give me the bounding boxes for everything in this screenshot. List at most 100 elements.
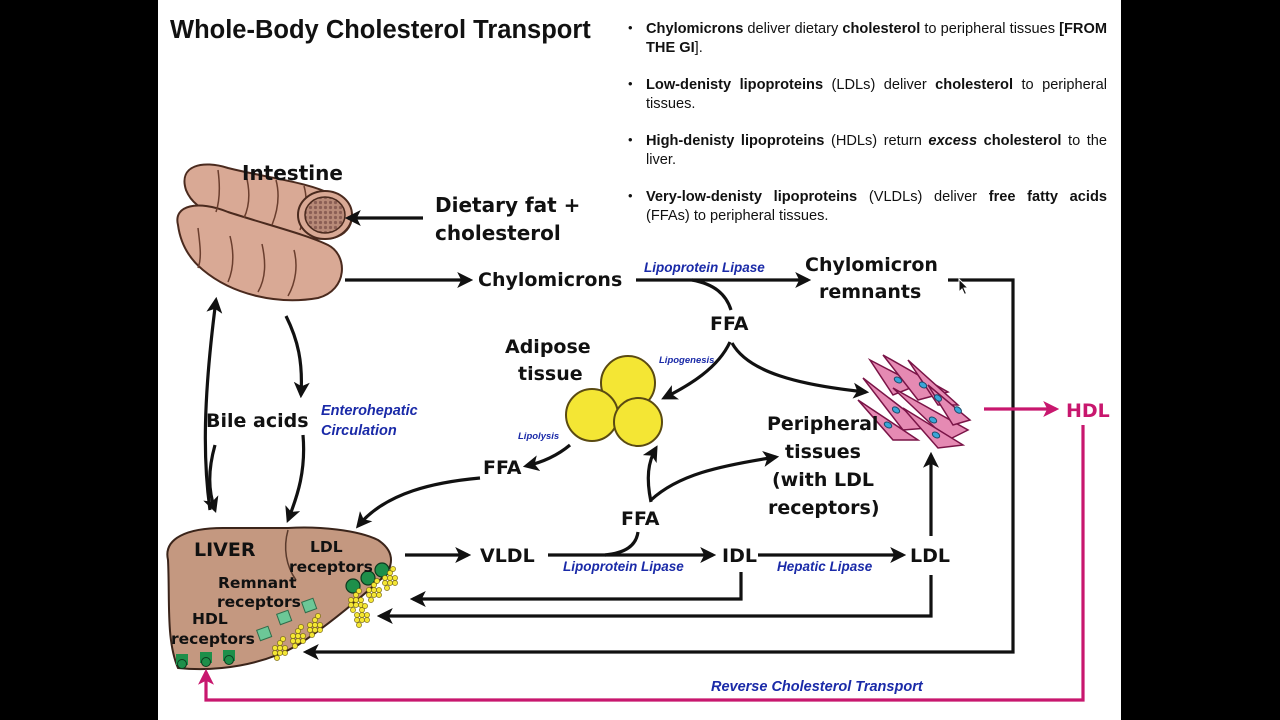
lipoprotein-particle: [315, 613, 321, 619]
idl-label: IDL: [722, 545, 757, 567]
lipoprotein-particle: [368, 597, 374, 603]
peripheral-label-line3: (with LDL: [772, 469, 874, 491]
lipoprotein-particle: [300, 633, 306, 639]
lipoprotein-particle: [359, 612, 365, 618]
bullet-text-run: (LDLs) deliver: [823, 77, 936, 93]
bullet-text-run: to peripheral tissues: [920, 21, 1060, 37]
bullet-text-run: (FFAs) to peripheral tissues.: [646, 207, 829, 224]
cholesterol-transport-diagram: Intestine Dietary fat + cholesterol Chyl…: [166, 161, 1110, 702]
lipoprotein-particle: [277, 645, 283, 651]
lipoprotein-particle: [374, 578, 380, 584]
lipoprotein-particle: [359, 607, 365, 613]
chylomicron-remnants-line2: remnants: [819, 281, 921, 303]
vldl-label: VLDL: [480, 545, 535, 567]
peripheral-cells: [857, 354, 972, 449]
lipoprotein-particle: [353, 602, 359, 608]
lipoprotein-particle: [387, 570, 393, 576]
remnant-receptors-label-line1: Remnant: [218, 574, 297, 592]
lipoprotein-particle: [280, 636, 286, 642]
lipoprotein-particle: [292, 643, 298, 649]
liver-label: LIVER: [194, 539, 256, 561]
enterohepatic-label-line1: Enterohepatic: [321, 403, 418, 419]
lipoprotein-particle: [290, 638, 296, 644]
lipoprotein-lipase-bottom-label: Lipoprotein Lipase: [563, 559, 684, 574]
lipoprotein-particle: [272, 645, 278, 651]
lipolysis-label: Lipolysis: [518, 431, 559, 442]
lipoprotein-particle: [295, 633, 301, 639]
reverse-transport-arrows: [198, 401, 1085, 702]
bullet-text-run: [FROM THE GI: [646, 21, 1107, 56]
lipoprotein-particle: [390, 566, 396, 572]
lipoprotein-particle: [312, 617, 318, 623]
lipoprotein-particle: [362, 603, 368, 609]
lipoprotein-particle: [366, 587, 372, 593]
adipose-label-line1: Adipose: [505, 336, 591, 358]
chylomicron-remnants-line1: Chylomicron: [805, 254, 938, 276]
bullet-text-run: to the liver.: [646, 133, 1108, 168]
peripheral-label-line4: receptors): [768, 497, 880, 519]
adipose-cells: [565, 355, 663, 447]
dietary-label-line2: cholesterol: [435, 221, 561, 245]
lipoprotein-particle: [290, 633, 296, 639]
bullet-text-run: excess: [928, 133, 978, 149]
bullet-item: Chylomicrons deliver dietary cholesterol…: [626, 19, 1107, 57]
bullet-text-run: cholesterol: [842, 21, 921, 37]
lipoprotein-particle: [312, 627, 318, 633]
lipoprotein-particle: [309, 632, 315, 638]
slide: Whole-Body Cholesterol Transport Chylomi…: [158, 0, 1121, 720]
lipoprotein-particle: [295, 628, 301, 634]
lipoprotein-particle: [359, 617, 365, 623]
lipoprotein-particle: [387, 580, 393, 586]
bullet-text-run: (HDLs) return: [824, 133, 929, 149]
lipoprotein-particle: [392, 575, 398, 581]
hdl-label: HDL: [1066, 400, 1110, 422]
lipoprotein-particle: [356, 622, 362, 628]
lipoprotein-particle: [298, 624, 304, 630]
bullet-text-run: Low-denisty lipoproteins: [646, 77, 824, 93]
lipoprotein-particle: [282, 650, 288, 656]
lipoprotein-particle: [317, 627, 323, 633]
lipoprotein-particle: [348, 597, 354, 603]
bullet-text-run: to peripheral tissues.: [646, 77, 1107, 112]
peripheral-label-line2: tissues: [785, 441, 861, 463]
remnant-receptors-icon: [256, 597, 318, 642]
lipoprotein-particle: [358, 597, 364, 603]
lipoprotein-particle: [392, 580, 398, 586]
lipoprotein-particle: [353, 592, 359, 598]
bullet-text-run: High-denisty lipoproteins: [646, 133, 825, 149]
lipoprotein-particle: [384, 585, 390, 591]
bullet-list: Chylomicrons deliver dietary cholesterol…: [626, 19, 1108, 244]
bullet-text-run: deliver dietary: [743, 21, 843, 37]
bullet-item: Very-low-denisty lipoproteins (VLDLs) de…: [626, 187, 1107, 225]
lipoprotein-particle: [354, 612, 360, 618]
lipoprotein-particle: [350, 607, 356, 613]
bullet-item: High-denisty lipoproteins (HDLs) return …: [626, 131, 1108, 169]
enterohepatic-label-line2: Circulation: [321, 423, 397, 439]
reverse-transport-label: Reverse Cholesterol Transport: [711, 679, 924, 695]
ldl-receptors-icon: [345, 562, 390, 594]
lipoprotein-particle: [371, 592, 377, 598]
bullet-item: Low-denisty lipoproteins (LDLs) deliver …: [626, 75, 1107, 113]
lipoprotein-particle: [312, 622, 318, 628]
lipoprotein-particle: [356, 588, 362, 594]
lipoprotein-particles: [272, 566, 398, 661]
lipoprotein-lipase-top-label: Lipoprotein Lipase: [644, 260, 765, 275]
adipose-label-line2: tissue: [518, 363, 583, 385]
hepatic-lipase-label: Hepatic Lipase: [777, 559, 873, 574]
intestine-label: Intestine: [242, 161, 343, 185]
ffa-left-label: FFA: [483, 457, 522, 479]
ffa-middle-label: FFA: [621, 508, 660, 530]
bullet-text-run: Very-low-denisty lipoproteins: [646, 189, 858, 205]
slide-title: Whole-Body Cholesterol Transport: [170, 16, 591, 44]
lipoprotein-particle: [354, 617, 360, 623]
ldl-receptors-label-line2: receptors: [289, 558, 373, 576]
lipoprotein-particle: [364, 617, 370, 623]
lipoprotein-particle: [387, 575, 393, 581]
lipoprotein-particle: [277, 650, 283, 656]
lipogenesis-label: Lipogenesis: [659, 355, 714, 366]
lipoprotein-particle: [307, 627, 313, 633]
bullet-text-run: cholesterol: [983, 133, 1062, 149]
bullet-text-run: free fatty acids: [988, 189, 1107, 205]
lipoprotein-particle: [353, 597, 359, 603]
lipoprotein-particle: [376, 592, 382, 598]
